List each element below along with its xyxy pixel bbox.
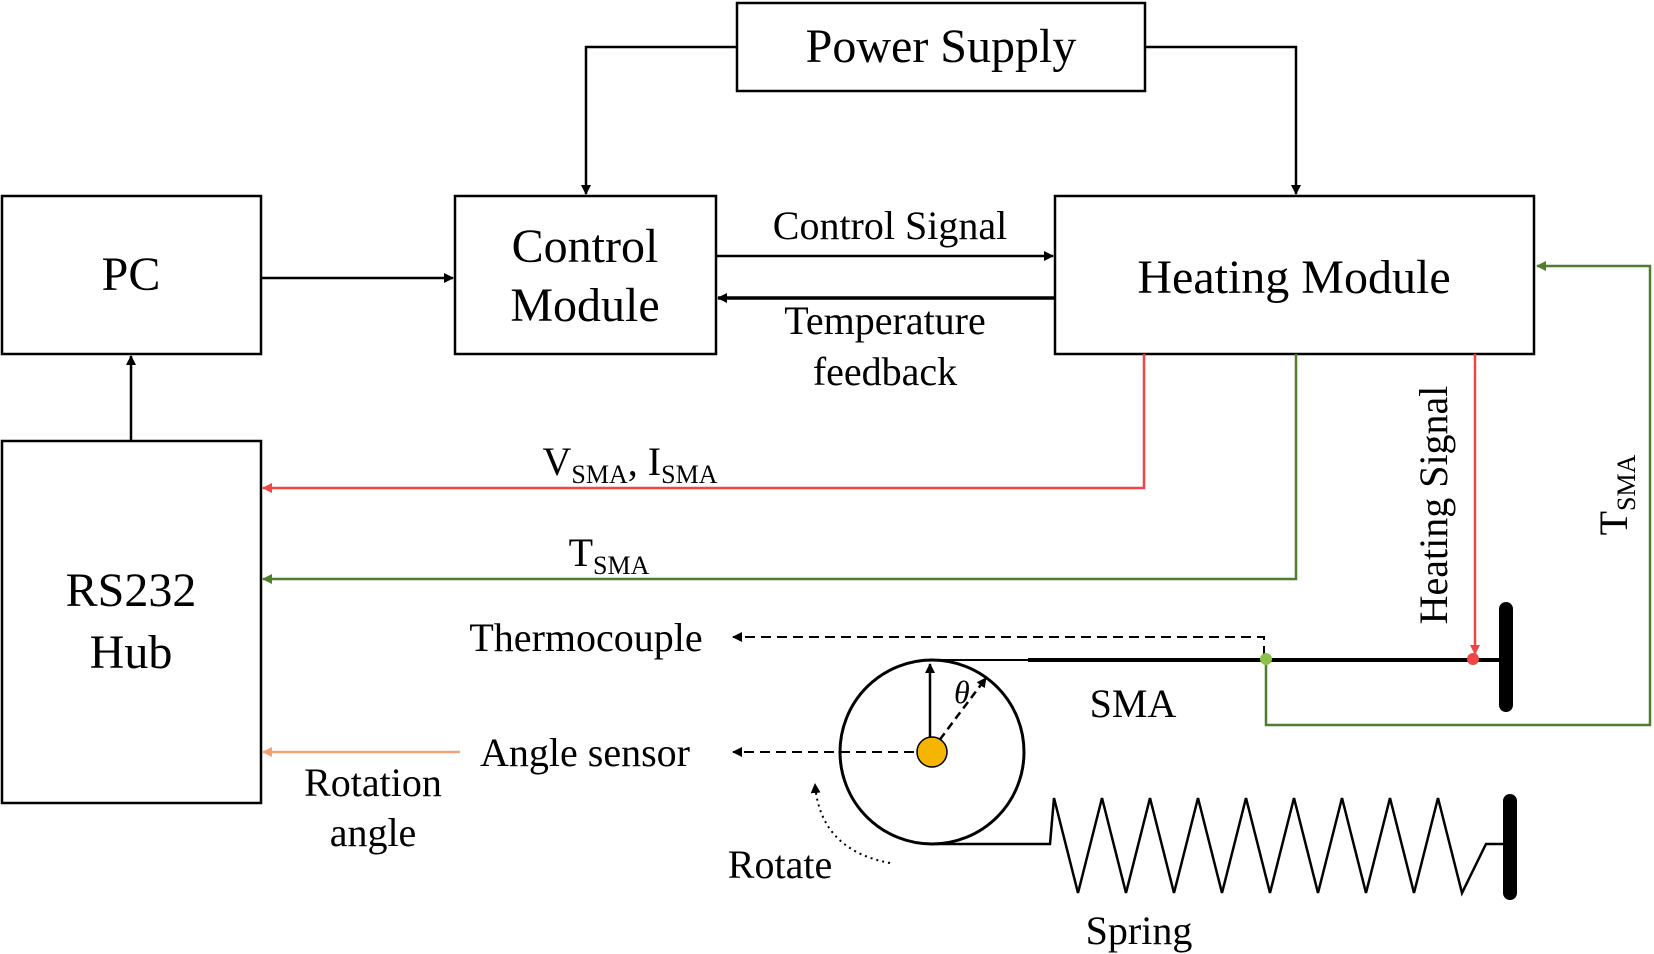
temperature-feedback-label-line1: Temperature xyxy=(784,298,986,343)
thermocouple-junction-dot xyxy=(1260,653,1272,665)
tsma-vertical-label: TSMA xyxy=(1591,454,1641,535)
power-to-heating-arrow xyxy=(1145,45,1301,195)
rotation-angle-label-line1: Rotation xyxy=(304,760,442,805)
rotation-angle-label-line2: angle xyxy=(330,810,417,855)
pc-block: PC xyxy=(0,194,263,356)
theta-rotated-arrow xyxy=(931,677,987,751)
tsma-feedback-to-heating-arrow xyxy=(1264,261,1652,727)
vsma-isma-label: VSMA, ISMA xyxy=(543,439,718,489)
spring xyxy=(932,797,1504,897)
tsma-label: TSMA xyxy=(569,530,650,580)
temperature-feedback-label-line2: feedback xyxy=(813,349,957,394)
power-supply-block: Power Supply xyxy=(735,1,1147,93)
rs232-hub-label-line2: Hub xyxy=(90,626,173,679)
pc-label: PC xyxy=(102,248,161,301)
power-to-control-arrow xyxy=(581,45,737,195)
rs232-hub-block: RS232 Hub xyxy=(0,439,263,805)
thermocouple-label: Thermocouple xyxy=(469,615,702,660)
rotate-dotted-arrow xyxy=(810,783,891,864)
angle-sensor-label: Angle sensor xyxy=(480,730,690,775)
spring-label: Spring xyxy=(1086,908,1193,953)
control-module-label-line1: Control xyxy=(512,220,659,273)
tsma-to-hub-arrow xyxy=(262,354,1298,584)
control-module-block: Control Module xyxy=(453,194,718,356)
vsma-isma-arrow xyxy=(262,354,1146,493)
control-module-label-line2: Module xyxy=(510,279,659,332)
rotate-label: Rotate xyxy=(728,842,832,887)
black-connections xyxy=(126,45,1301,441)
sma-label: SMA xyxy=(1090,681,1177,726)
pulley: θ xyxy=(838,658,1026,846)
heating-junction-dot xyxy=(1467,653,1479,665)
thermocouple-dashed-arrow xyxy=(732,632,1265,656)
pulley-center xyxy=(916,736,948,768)
theta-label: θ xyxy=(954,674,970,710)
heating-signal-label: Heating Signal xyxy=(1411,386,1456,625)
heating-module-block: Heating Module xyxy=(1053,194,1536,356)
rs232-hub-label-line1: RS232 xyxy=(66,564,197,617)
control-signal-label: Control Signal xyxy=(773,203,1007,248)
power-supply-label: Power Supply xyxy=(806,20,1077,73)
heating-module-label: Heating Module xyxy=(1137,251,1450,304)
